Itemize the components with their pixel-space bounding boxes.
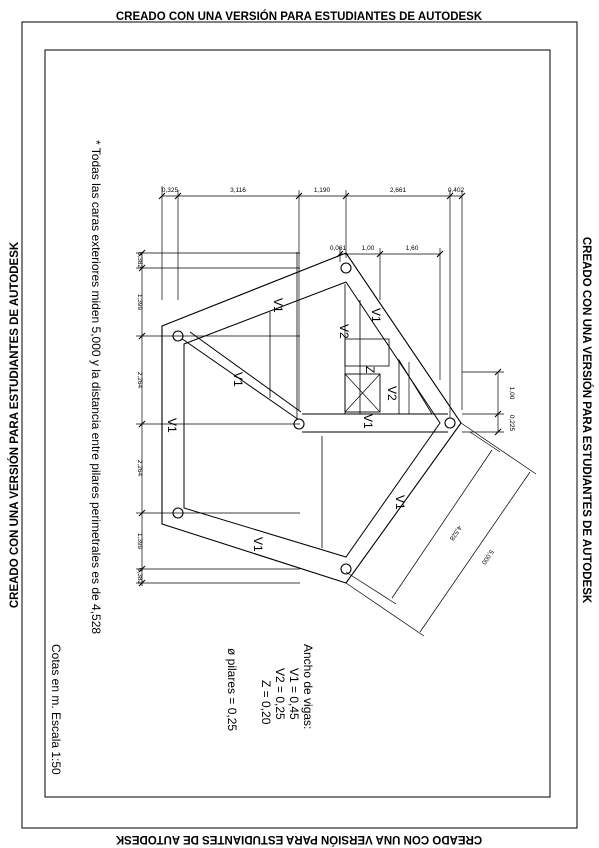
beam-width-legend: Ancho de vigas: V1 = 0,45 V2 = 0,25 Z = … [225, 644, 315, 731]
beam-v1-diagonal-top [177, 335, 300, 421]
dim-top-4: 2,661 [390, 187, 407, 194]
dim-small-1: 0,061 [330, 245, 347, 252]
dim-right-2: 0,225 [508, 415, 515, 432]
dim-small-3: 1,60 [406, 245, 419, 252]
dim-left-1: 0,382 [136, 252, 143, 269]
pillar-top [340, 262, 352, 274]
dim-top-3: 1,190 [314, 187, 331, 194]
outer-beam-edge [161, 252, 462, 584]
label-v1-left: V1 [165, 418, 179, 433]
legend-pilares: ø pilares = 0,25 [225, 648, 239, 731]
dim-left-3: 2,264 [136, 372, 143, 389]
watermark-right: CREADO CON UNA VERSIÓN PARA ESTUDIANTES … [580, 237, 593, 604]
watermark-bottom: CREADO CON UNA VERSIÓN PARA ESTUDIANTES … [115, 833, 482, 846]
label-v2-right: V2 [385, 386, 399, 401]
dim-left-6: 0,382 [136, 568, 143, 585]
label-v1-bottom-left: V1 [251, 537, 265, 552]
dim-left-5: 1,399 [136, 533, 143, 550]
dim-top-1: 0,325 [162, 187, 179, 194]
dim-left-2: 1,399 [136, 294, 143, 311]
opening-z-cross-2 [344, 373, 381, 413]
dimension-lines [136, 186, 537, 637]
dim-left-4: 2,264 [136, 460, 143, 477]
label-v1-bottom-right: V1 [393, 495, 407, 510]
dim-right-1: 1,00 [508, 387, 515, 400]
dim-diag-2: 5,000 [480, 548, 495, 566]
beam-labels: V1 V1 V1 V1 V1 V1 V1 V2 V2 Z [165, 298, 407, 552]
dimension-ticks [138, 192, 502, 587]
outer-frame [21, 21, 578, 829]
label-z: Z [363, 366, 377, 373]
legend-z: Z = 0,20 [259, 680, 273, 725]
inner-frame [44, 49, 551, 798]
stair-opening-v2 [344, 338, 390, 367]
dimension-texts: 0,325 3,116 1,190 2,661 0,402 0,061 1,00… [136, 187, 515, 585]
scale-note: Cotas en m. Escala 1:50 [49, 644, 63, 775]
dim-small-2: 1,00 [362, 245, 375, 252]
beam-v1-diagonal-top-2 [189, 331, 302, 413]
watermark-left: CREADO CON UNA VERSIÓN PARA ESTUDIANTES … [8, 241, 21, 608]
inner-beam-edge [183, 281, 441, 558]
watermark-top: CREADO CON UNA VERSIÓN PARA ESTUDIANTES … [116, 10, 483, 23]
legend-title: Ancho de vigas: [301, 644, 315, 729]
dim-top-2: 3,116 [230, 187, 246, 194]
legend-v1: V1 = 0,45 [287, 668, 301, 720]
general-note: * Todas las caras exteriores miden 5,000… [89, 140, 103, 634]
opening-z [344, 373, 381, 413]
opening-v2-right [398, 358, 433, 415]
label-v1-diagonal: V1 [231, 372, 245, 387]
label-v1-top-right: V1 [369, 308, 383, 323]
dim-top-5: 0,402 [448, 187, 465, 194]
label-v1-top-left: V1 [271, 298, 285, 313]
structure-plan [161, 252, 462, 584]
pillar-right [444, 417, 456, 429]
pillar-bottom [340, 563, 352, 575]
dim-diag-1: 4,528 [448, 524, 463, 542]
label-v2-upper: V2 [337, 324, 351, 339]
label-v1-center: V1 [361, 414, 375, 429]
legend-v2: V2 = 0,25 [273, 668, 287, 720]
